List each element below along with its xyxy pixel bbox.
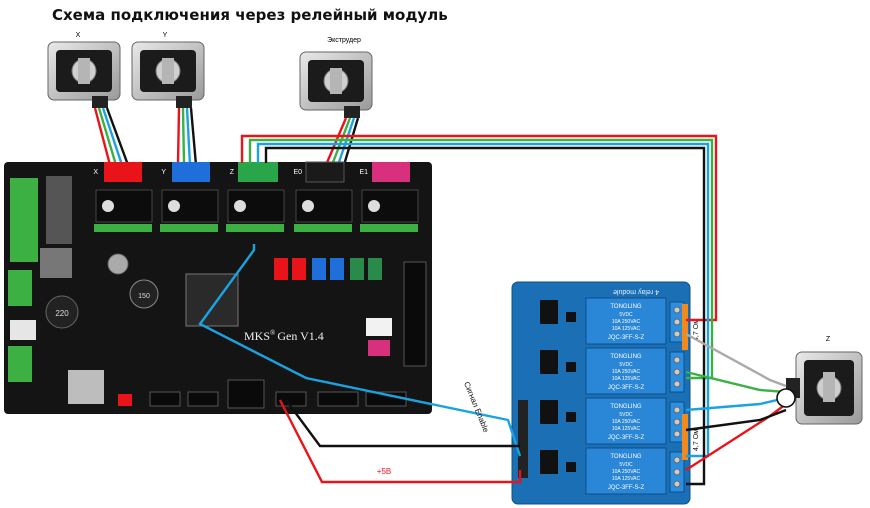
connector-z bbox=[238, 162, 278, 182]
svg-text:JQC-3FF-S-Z: JQC-3FF-S-Z bbox=[608, 435, 645, 441]
power-terminal-top bbox=[10, 178, 38, 262]
motor-y: Y bbox=[131, 32, 205, 108]
usb-port bbox=[68, 370, 104, 404]
svg-text:JQC-3FF-S-Z: JQC-3FF-S-Z bbox=[608, 335, 645, 341]
conn-label-z: Z bbox=[230, 169, 235, 176]
relay-4: TONGLING 5VDC 10A 250VAC 10A 125VAC JQC-… bbox=[585, 447, 667, 495]
dc-jack bbox=[10, 320, 36, 340]
svg-text:JQC-3FF-S-Z: JQC-3FF-S-Z bbox=[608, 385, 645, 391]
resistor-bottom-label: 4,7 Ом bbox=[693, 429, 700, 451]
motor-extruder-label: Экструдер bbox=[327, 37, 361, 44]
motor-z-label: Z bbox=[826, 336, 831, 343]
driver-sockets bbox=[95, 189, 419, 223]
z-motor-wiring bbox=[240, 134, 796, 486]
relay-top-text: 4 relay module bbox=[613, 288, 659, 295]
resistor-bottom bbox=[682, 414, 688, 460]
relay-1: TONGLING 5VDC 10A 250VAC 10A 125VAC JQC-… bbox=[585, 297, 667, 345]
svg-text:10A 125VAC: 10A 125VAC bbox=[612, 476, 641, 482]
conn-label-x: X bbox=[93, 169, 98, 176]
power-terminal-bottom bbox=[8, 346, 32, 382]
board-name: MKS bbox=[244, 329, 270, 343]
pin-header-row bbox=[94, 224, 418, 232]
svg-text:TONGLING: TONGLING bbox=[610, 454, 642, 460]
board-model: Gen V1.4 bbox=[277, 329, 323, 343]
svg-text:10A 250VAC: 10A 250VAC bbox=[612, 419, 641, 425]
motor-extruder: Экструдер bbox=[299, 37, 373, 118]
page-title: Схема подключения через релейный модуль bbox=[52, 6, 448, 24]
svg-text:10A 125VAC: 10A 125VAC bbox=[612, 376, 641, 382]
power-label: +5В bbox=[377, 467, 391, 476]
svg-text:10A 250VAC: 10A 250VAC bbox=[612, 469, 641, 475]
svg-text:TONGLING: TONGLING bbox=[610, 304, 642, 310]
motor-y-label: Y bbox=[163, 32, 168, 39]
controller-board: X Y Z E0 E1 bbox=[4, 161, 432, 414]
driver-components bbox=[540, 300, 576, 474]
exp-header bbox=[403, 261, 427, 367]
inductor bbox=[45, 295, 79, 329]
resistor-top bbox=[682, 304, 688, 350]
board-reg: ® bbox=[270, 329, 276, 337]
conn-label-y: Y bbox=[161, 169, 166, 176]
inductor-label: 220 bbox=[55, 309, 69, 318]
motor-extruder-wires bbox=[324, 117, 360, 166]
svg-text:5VDC: 5VDC bbox=[619, 412, 633, 418]
power-wire bbox=[278, 399, 522, 484]
svg-text:JQC-3FF-S-Z: JQC-3FF-S-Z bbox=[608, 485, 645, 491]
svg-text:10A 250VAC: 10A 250VAC bbox=[612, 369, 641, 375]
conn-label-e1: E1 bbox=[359, 169, 368, 176]
chip-marking: 150 bbox=[138, 293, 150, 300]
ground-wire bbox=[285, 399, 520, 448]
enable-signal-wire bbox=[198, 244, 522, 457]
connector-y bbox=[172, 162, 210, 182]
svg-text:10A 125VAC: 10A 125VAC bbox=[612, 426, 641, 432]
endstop-headers bbox=[274, 258, 382, 280]
svg-text:10A 250VAC: 10A 250VAC bbox=[612, 319, 641, 325]
svg-text:TONGLING: TONGLING bbox=[610, 404, 642, 410]
pink-connector bbox=[368, 340, 390, 356]
svg-text:TONGLING: TONGLING bbox=[610, 354, 642, 360]
enable-label: Сигнал Enable bbox=[462, 380, 491, 434]
mosfets bbox=[46, 176, 72, 244]
svg-text:10A 125VAC: 10A 125VAC bbox=[612, 326, 641, 332]
svg-text:5VDC: 5VDC bbox=[619, 362, 633, 368]
connector-e0 bbox=[305, 161, 345, 183]
motor-x-label: X bbox=[76, 32, 81, 39]
relay-3: TONGLING 5VDC 10A 250VAC 10A 125VAC JQC-… bbox=[585, 397, 667, 445]
conn-label-e0: E0 bbox=[293, 169, 302, 176]
motor-z: Z bbox=[786, 336, 863, 425]
svg-text:5VDC: 5VDC bbox=[619, 312, 633, 318]
svg-text:MKS®Gen V1.4: MKS®Gen V1.4 bbox=[244, 329, 324, 343]
motor-x: X bbox=[47, 32, 121, 108]
fuse-block bbox=[40, 248, 72, 278]
relay-module: 4 relay module TONGLING 5VDC 10A 250VAC … bbox=[511, 281, 691, 505]
motor-y-wires bbox=[176, 107, 198, 166]
relay-2: TONGLING 5VDC 10A 250VAC 10A 125VAC JQC-… bbox=[585, 347, 667, 395]
resistor-top-label: 4,7 Ом bbox=[693, 319, 700, 341]
relay-input-header bbox=[518, 400, 528, 478]
motor-x-wires bbox=[93, 107, 130, 166]
connector-x bbox=[104, 162, 142, 182]
power-terminal-mid bbox=[8, 270, 32, 306]
connector-e1 bbox=[372, 162, 410, 182]
reset-button bbox=[118, 394, 132, 406]
terminal-screws bbox=[673, 306, 681, 488]
svg-text:5VDC: 5VDC bbox=[619, 462, 633, 468]
white-connector bbox=[366, 318, 392, 336]
